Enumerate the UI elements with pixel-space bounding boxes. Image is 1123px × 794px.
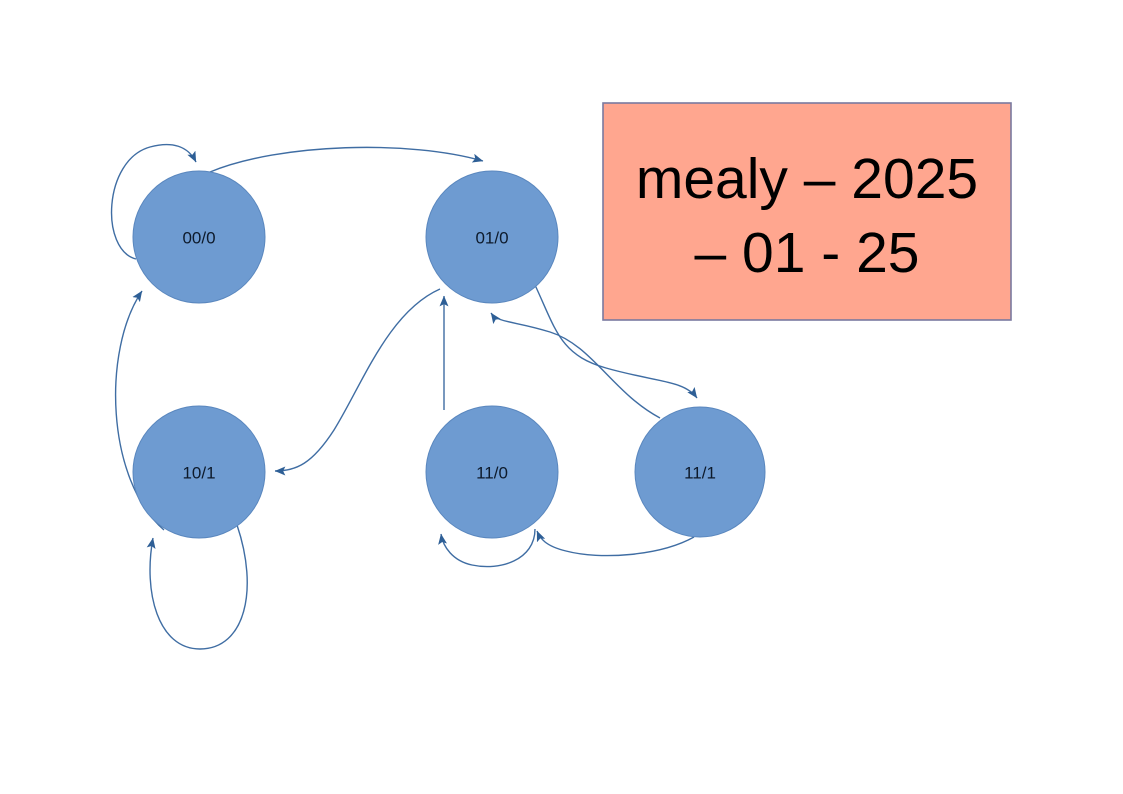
state-circle-01-0[interactable] (425, 170, 559, 304)
state-node-01-0[interactable]: 01/0 (425, 170, 559, 304)
title-line-1: mealy – 2025 (636, 147, 978, 211)
title-box-background[interactable] (602, 102, 1012, 321)
transition-00-0-to-00-0[interactable] (110, 143, 197, 260)
state-node-10-1[interactable]: 10/1 (132, 405, 266, 539)
state-label-01-0: 01/0 (475, 229, 508, 248)
state-circle-00-0[interactable] (132, 170, 266, 304)
state-node-00-0[interactable]: 00/0 (132, 170, 266, 304)
state-node-11-0[interactable]: 11/0 (425, 405, 559, 539)
state-label-00-0: 00/0 (182, 229, 215, 248)
title-line-2: – 01 - 25 (695, 221, 920, 285)
transition-11-1-to-11-0[interactable] (536, 530, 695, 557)
transition-01-0-to-10-1[interactable] (274, 288, 441, 476)
title-box[interactable]: mealy – 2025 – 01 - 25 (602, 102, 1012, 321)
state-circle-11-0[interactable] (425, 405, 559, 539)
transition-11-1-to-01-0[interactable] (490, 312, 661, 419)
state-circle-10-1[interactable] (132, 405, 266, 539)
state-label-10-1: 10/1 (182, 464, 215, 483)
state-label-11-1: 11/1 (684, 464, 716, 483)
transition-00-0-to-01-0[interactable] (209, 146, 484, 173)
state-label-11-0: 11/0 (476, 464, 508, 483)
transition-10-1-to-10-1[interactable] (146, 524, 248, 650)
state-node-11-1[interactable]: 11/1 (634, 406, 766, 538)
transition-11-0-to-11-0[interactable] (438, 528, 536, 568)
transition-01-0-to-11-1[interactable] (534, 284, 698, 399)
state-circle-11-1[interactable] (634, 406, 766, 538)
states-layer: 00/0 01/0 10/1 11/0 11/1 (132, 170, 766, 539)
